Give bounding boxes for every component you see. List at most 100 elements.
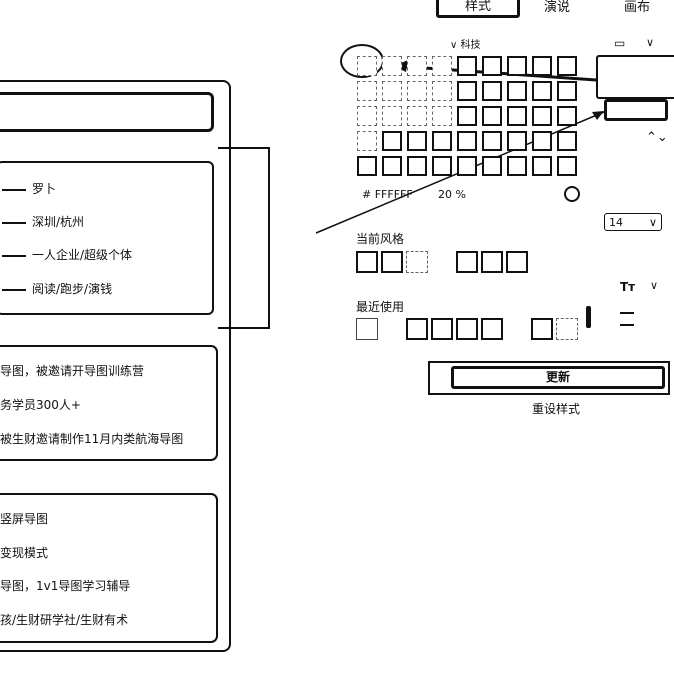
branch-line [2, 221, 26, 224]
list-item[interactable]: 罗卜 [2, 180, 56, 197]
color-swatch[interactable] [457, 131, 477, 151]
color-swatch[interactable] [532, 131, 552, 151]
current-style-swatch[interactable] [356, 251, 378, 273]
color-swatch[interactable] [507, 56, 527, 76]
color-swatch[interactable] [357, 56, 377, 76]
color-swatch[interactable] [382, 156, 402, 176]
color-swatch[interactable] [507, 81, 527, 101]
recent-swatch[interactable] [456, 318, 478, 340]
selected-node-group[interactable] [0, 161, 214, 315]
color-swatch[interactable] [357, 106, 377, 126]
color-swatch[interactable] [357, 156, 377, 176]
color-swatch[interactable] [557, 106, 577, 126]
color-swatch[interactable] [407, 156, 427, 176]
current-style-swatch[interactable] [381, 251, 403, 273]
recent-swatch[interactable] [556, 318, 578, 340]
current-style-label: 当前风格 [356, 232, 405, 246]
mindmap-title-bar[interactable] [0, 92, 214, 132]
recent-swatch[interactable] [431, 318, 453, 340]
list-item[interactable]: 务学员300人+ [0, 398, 81, 412]
color-swatch[interactable] [357, 131, 377, 151]
list-item[interactable]: 变现模式 [0, 546, 49, 560]
color-swatch[interactable] [432, 56, 452, 76]
update-button[interactable]: 更新 [451, 366, 665, 389]
color-swatch[interactable] [557, 156, 577, 176]
font-size-select[interactable]: 14 ∨ [604, 213, 662, 231]
color-swatch[interactable] [432, 81, 452, 101]
color-swatch[interactable] [507, 106, 527, 126]
color-swatch[interactable] [557, 56, 577, 76]
color-swatch[interactable] [357, 81, 377, 101]
color-swatch[interactable] [432, 156, 452, 176]
selection-frame [218, 147, 270, 329]
color-swatch[interactable] [532, 81, 552, 101]
color-swatch[interactable] [407, 106, 427, 126]
current-style-swatch[interactable] [456, 251, 478, 273]
color-swatch[interactable] [507, 131, 527, 151]
node-group-3[interactable] [0, 493, 218, 643]
color-swatch[interactable] [382, 131, 402, 151]
color-swatch[interactable] [482, 81, 502, 101]
color-swatch[interactable] [482, 156, 502, 176]
tab-canvas[interactable]: 画布 [624, 0, 651, 15]
color-swatch[interactable] [432, 106, 452, 126]
chevron-down-icon[interactable]: ∨ [650, 279, 659, 292]
recent-swatch[interactable] [531, 318, 553, 340]
font-size-value: 14 [609, 216, 623, 229]
chevron-down-icon: ∨ [648, 216, 657, 229]
branch-line [2, 188, 26, 191]
list-item[interactable]: 导图，被邀请开导图训练营 [0, 364, 145, 378]
color-swatch[interactable] [457, 106, 477, 126]
stepper-icon[interactable]: ⌃⌄ [646, 130, 668, 145]
color-swatch[interactable] [482, 131, 502, 151]
node-label: 深圳/杭州 [32, 215, 85, 229]
color-swatch[interactable] [507, 156, 527, 176]
theme-selector[interactable]: ∨ 科技 [450, 40, 481, 51]
color-swatch[interactable] [407, 81, 427, 101]
recent-swatch[interactable] [356, 318, 378, 340]
color-swatch[interactable] [457, 56, 477, 76]
color-swatch[interactable] [382, 106, 402, 126]
align-icon[interactable] [620, 312, 634, 326]
shape-icon[interactable]: ▭ [614, 36, 626, 50]
style-preview-bar[interactable] [604, 99, 668, 121]
node-label: 罗卜 [32, 182, 57, 196]
chevron-down-icon[interactable]: ∨ [646, 36, 655, 49]
color-swatch[interactable] [407, 131, 427, 151]
scroll-handle[interactable] [586, 306, 591, 328]
color-swatch[interactable] [457, 156, 477, 176]
tab-style[interactable]: 样式 [436, 0, 520, 18]
color-swatch[interactable] [557, 131, 577, 151]
list-item[interactable]: 导图，1v1导图学习辅导 [0, 579, 131, 593]
color-swatch[interactable] [407, 56, 427, 76]
branch-line [2, 288, 26, 291]
current-style-swatch[interactable] [481, 251, 503, 273]
opacity-input[interactable]: 20 % [438, 188, 466, 201]
node-group-2[interactable] [0, 345, 218, 461]
color-swatch[interactable] [532, 156, 552, 176]
color-swatch[interactable] [532, 106, 552, 126]
color-swatch[interactable] [482, 106, 502, 126]
color-swatch[interactable] [432, 131, 452, 151]
list-item[interactable]: 阅读/跑步/演钱 [2, 280, 112, 297]
list-item[interactable]: 深圳/杭州 [2, 213, 84, 230]
color-picker-icon[interactable] [564, 186, 580, 202]
list-item[interactable]: 孩/生财研学社/生财有术 [0, 613, 129, 627]
recent-swatch[interactable] [481, 318, 503, 340]
text-style-icon[interactable]: Tт [620, 280, 636, 294]
list-item[interactable]: 竖屏导图 [0, 512, 49, 526]
color-swatch[interactable] [482, 56, 502, 76]
color-swatch[interactable] [382, 56, 402, 76]
list-item[interactable]: 一人企业/超级个体 [2, 246, 132, 263]
list-item[interactable]: 被生财邀请制作11月内类航海导图 [0, 432, 184, 446]
recent-swatch[interactable] [406, 318, 428, 340]
color-swatch[interactable] [457, 81, 477, 101]
hex-input[interactable]: # FFFFFF [362, 188, 413, 201]
current-style-swatch[interactable] [406, 251, 428, 273]
current-style-swatch[interactable] [506, 251, 528, 273]
color-swatch[interactable] [557, 81, 577, 101]
reset-style-link[interactable]: 重设样式 [532, 402, 581, 416]
tab-speech[interactable]: 演说 [544, 0, 571, 15]
color-swatch[interactable] [532, 56, 552, 76]
color-swatch[interactable] [382, 81, 402, 101]
